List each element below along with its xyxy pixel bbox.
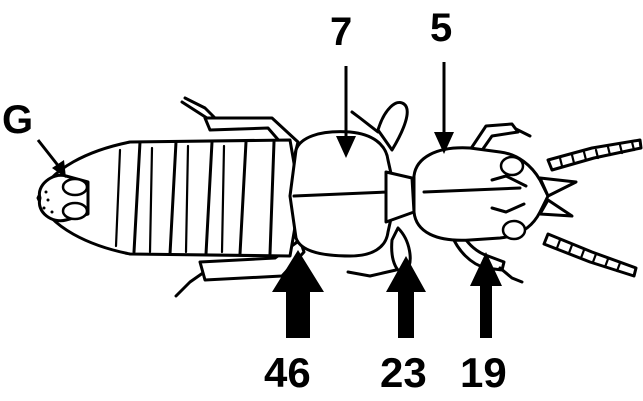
thick-arrows: [272, 250, 502, 338]
abdomen-tip: [39, 175, 88, 220]
label-fore-leg: 19: [460, 352, 507, 394]
label-g: G: [2, 100, 33, 140]
label-hind-leg: 46: [264, 352, 311, 394]
label-head: 5: [430, 8, 452, 48]
label-mid-leg: 23: [380, 352, 427, 394]
label-pronotum: 7: [330, 12, 352, 52]
